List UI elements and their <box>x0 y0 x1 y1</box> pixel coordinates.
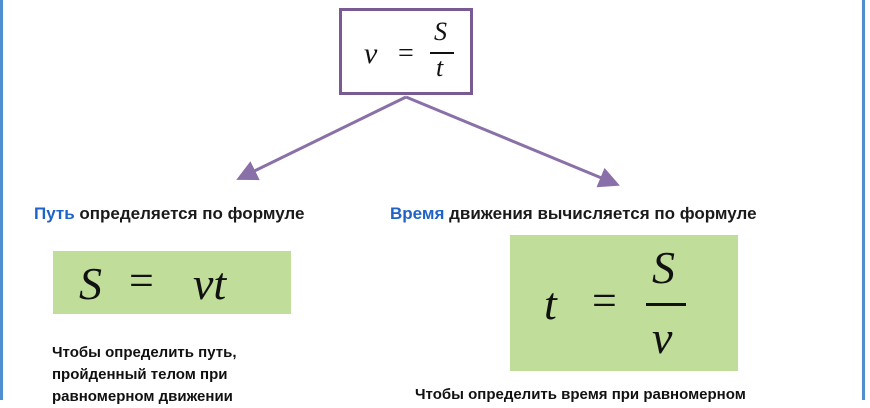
top-formula-box: v = S t <box>339 8 473 95</box>
frame-left-border <box>0 0 3 400</box>
path-heading-rest: определяется по формуле <box>74 204 305 223</box>
time-explanation: Чтобы определить время при равномерном <box>415 384 746 406</box>
top-formula-numerator: S <box>434 17 447 46</box>
path-formula-box: S = vt <box>53 251 291 314</box>
top-formula-fraction-bar <box>430 52 454 54</box>
time-formula-lhs: t <box>544 278 557 329</box>
top-formula-lhs: v <box>364 37 378 70</box>
time-heading-accent: Время <box>390 204 445 223</box>
time-formula-equals: = <box>592 276 617 325</box>
time-heading-rest: движения вычисляется по формуле <box>444 204 757 223</box>
path-explanation-line: равномерном движении <box>52 388 233 405</box>
path-formula-rhs: vt <box>193 258 227 309</box>
path-explanation-line: пройденный телом при <box>52 366 228 383</box>
path-explanation-line: Чтобы определить путь, <box>52 344 237 361</box>
time-explanation-line: Чтобы определить время при равномерном <box>415 386 746 403</box>
path-heading: Путь определяется по формуле <box>34 204 304 224</box>
top-formula-equals: = <box>398 38 414 69</box>
time-formula-box: t = S v <box>510 235 738 371</box>
time-formula-fraction-bar <box>646 303 686 306</box>
arrow-left <box>236 95 407 181</box>
arrow-right <box>405 95 620 188</box>
path-formula-equals: = <box>129 256 154 305</box>
frame-right-border <box>862 0 865 400</box>
path-heading-accent: Путь <box>34 204 75 223</box>
path-formula-lhs: S <box>79 258 102 309</box>
path-explanation: Чтобы определить путь, пройденный телом … <box>52 342 237 408</box>
top-formula-denominator: t <box>436 53 444 82</box>
time-heading: Время движения вычисляется по формуле <box>390 204 757 224</box>
time-formula-denominator: v <box>652 312 673 363</box>
time-formula-numerator: S <box>652 242 675 293</box>
